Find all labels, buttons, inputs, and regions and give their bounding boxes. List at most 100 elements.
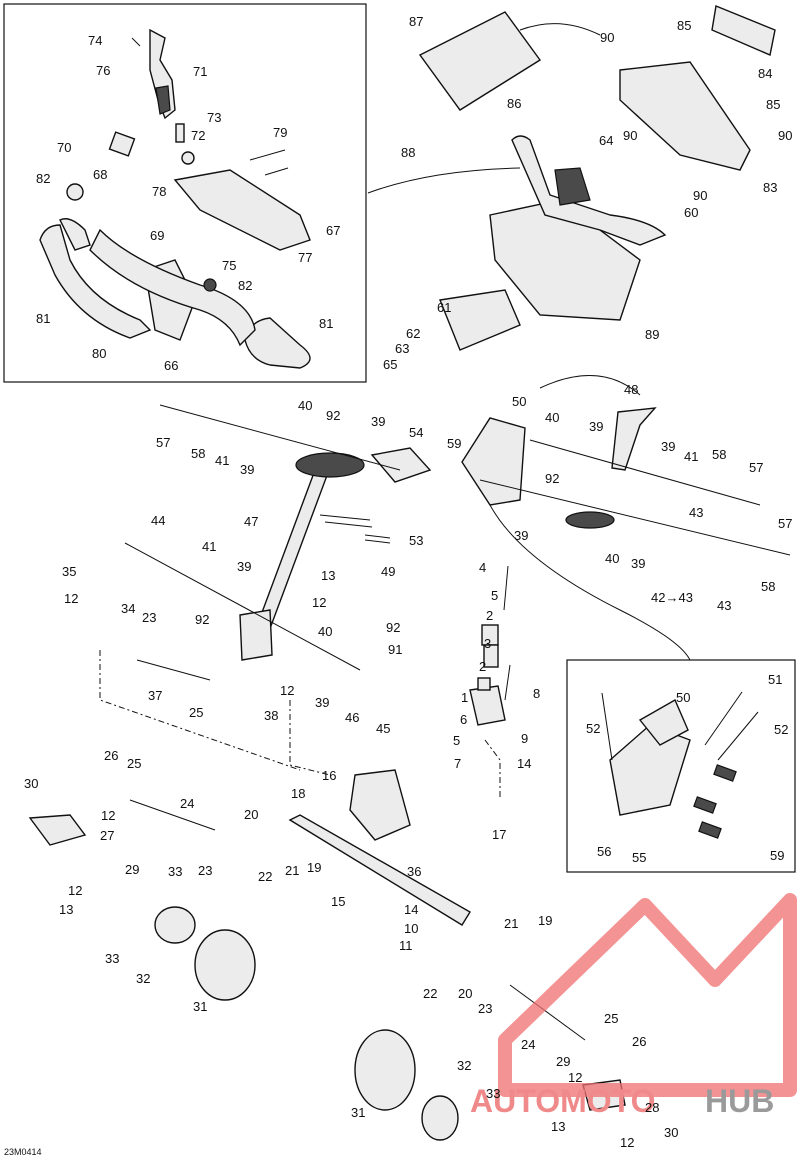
callout-c31b: 31 bbox=[351, 1105, 365, 1120]
callout-c8: 8 bbox=[533, 686, 540, 701]
callout-c57c: 57 bbox=[778, 516, 792, 531]
column-support-drawing bbox=[601, 691, 759, 839]
watermark-logo: AUTOMOTO HUB bbox=[470, 893, 797, 1119]
callout-c29b: 29 bbox=[556, 1054, 570, 1069]
callout-c92c: 92 bbox=[195, 612, 209, 627]
callout-c71: 71 bbox=[193, 64, 207, 79]
callout-c76: 76 bbox=[96, 63, 110, 78]
callout-c58b: 58 bbox=[712, 447, 726, 462]
handlebar-detail-inset bbox=[3, 3, 367, 383]
callout-c42: 42→43 bbox=[651, 590, 693, 605]
callout-c85a: 85 bbox=[677, 18, 691, 33]
callout-c9: 9 bbox=[521, 731, 528, 746]
callout-c89: 89 bbox=[645, 327, 659, 342]
callout-c49: 49 bbox=[381, 564, 395, 579]
callout-c82b: 82 bbox=[238, 278, 252, 293]
callout-c39a: 39 bbox=[371, 414, 385, 429]
callout-c44: 44 bbox=[151, 513, 165, 528]
callout-c65: 65 bbox=[383, 357, 397, 372]
callout-c39d: 39 bbox=[661, 439, 675, 454]
callout-c26b: 26 bbox=[632, 1034, 646, 1049]
callout-c84: 84 bbox=[758, 66, 772, 81]
callout-c24a: 24 bbox=[180, 796, 194, 811]
callout-c3: 3 bbox=[484, 636, 491, 651]
callout-c43b: 43 bbox=[717, 598, 731, 613]
callout-c6: 6 bbox=[460, 712, 467, 727]
callout-c12a: 12 bbox=[64, 591, 78, 606]
callout-c5a: 5 bbox=[491, 588, 498, 603]
callout-c53: 53 bbox=[409, 533, 423, 548]
callout-c90d: 90 bbox=[693, 188, 707, 203]
callout-c30b: 30 bbox=[664, 1125, 678, 1140]
callout-c47: 47 bbox=[244, 514, 258, 529]
callout-c59b: 59 bbox=[770, 848, 784, 863]
callout-c20a: 20 bbox=[244, 807, 258, 822]
callout-c12b: 12 bbox=[312, 595, 326, 610]
callout-c22b: 22 bbox=[423, 986, 437, 1001]
callout-c67: 67 bbox=[326, 223, 340, 238]
callout-c66: 66 bbox=[164, 358, 178, 373]
callout-c79: 79 bbox=[273, 125, 287, 140]
callout-c92b: 92 bbox=[545, 471, 559, 486]
callout-c39f: 39 bbox=[631, 556, 645, 571]
handlebar-assembly-drawing bbox=[39, 28, 311, 369]
callout-c33a: 33 bbox=[168, 864, 182, 879]
callout-c39c: 39 bbox=[589, 419, 603, 434]
callout-c13a: 13 bbox=[321, 568, 335, 583]
callout-c27: 27 bbox=[100, 828, 114, 843]
callout-c40d: 40 bbox=[318, 624, 332, 639]
callout-c23c: 23 bbox=[478, 1001, 492, 1016]
callout-c56: 56 bbox=[597, 844, 611, 859]
callout-c13b: 13 bbox=[59, 902, 73, 917]
callout-c19a: 19 bbox=[307, 860, 321, 875]
callout-c90a: 90 bbox=[600, 30, 614, 45]
callout-c11: 11 bbox=[399, 938, 413, 953]
callout-c62: 62 bbox=[406, 326, 420, 341]
callout-c26a: 26 bbox=[104, 748, 118, 763]
callout-c33b: 33 bbox=[105, 951, 119, 966]
callout-c51: 51 bbox=[768, 672, 782, 687]
callout-c52a: 52 bbox=[586, 721, 600, 736]
callout-c20b: 20 bbox=[458, 986, 472, 1001]
callout-c21b: 21 bbox=[504, 916, 518, 931]
callout-c57b: 57 bbox=[749, 460, 763, 475]
callout-c45: 45 bbox=[376, 721, 390, 736]
callout-c43a: 43 bbox=[689, 505, 703, 520]
callout-c77: 77 bbox=[298, 250, 312, 265]
watermark-word-hub: HUB bbox=[705, 1083, 774, 1119]
watermark-word-auto: AUTOMOTO bbox=[470, 1083, 655, 1119]
callout-c32a: 32 bbox=[136, 971, 150, 986]
callout-c59a: 59 bbox=[447, 436, 461, 451]
callout-c40c: 40 bbox=[605, 551, 619, 566]
callout-c57a: 57 bbox=[156, 435, 170, 450]
callout-c2a: 2 bbox=[486, 608, 493, 623]
callout-c25b: 25 bbox=[127, 756, 141, 771]
callout-c32b: 32 bbox=[457, 1058, 471, 1073]
callout-c18: 18 bbox=[291, 786, 305, 801]
callout-c75: 75 bbox=[222, 258, 236, 273]
callout-c12e: 12 bbox=[68, 883, 82, 898]
callout-c78: 78 bbox=[152, 184, 166, 199]
callout-c92a: 92 bbox=[326, 408, 340, 423]
callout-c34: 34 bbox=[121, 601, 135, 616]
steering-column-drawing bbox=[28, 404, 791, 1141]
callout-c14b: 14 bbox=[404, 902, 418, 917]
callout-c61: 61 bbox=[437, 300, 451, 315]
column-support-detail-inset bbox=[566, 659, 796, 873]
callout-c86: 86 bbox=[507, 96, 521, 111]
callout-c39h: 39 bbox=[315, 695, 329, 710]
callout-c50a: 50 bbox=[512, 394, 526, 409]
callout-c87: 87 bbox=[409, 14, 423, 29]
callout-c54: 54 bbox=[409, 425, 423, 440]
callout-c81a: 81 bbox=[36, 311, 50, 326]
callout-c55: 55 bbox=[632, 850, 646, 865]
callout-c92d: 92 bbox=[386, 620, 400, 635]
callout-c50b: 50 bbox=[676, 690, 690, 705]
callout-c81b: 81 bbox=[319, 316, 333, 331]
callout-c52b: 52 bbox=[774, 722, 788, 737]
callout-c64: 64 bbox=[599, 133, 613, 148]
callout-c10: 10 bbox=[404, 921, 418, 936]
callout-c48: 48 bbox=[624, 382, 638, 397]
callout-c41b: 41 bbox=[684, 449, 698, 464]
callout-c13c: 13 bbox=[551, 1119, 565, 1134]
